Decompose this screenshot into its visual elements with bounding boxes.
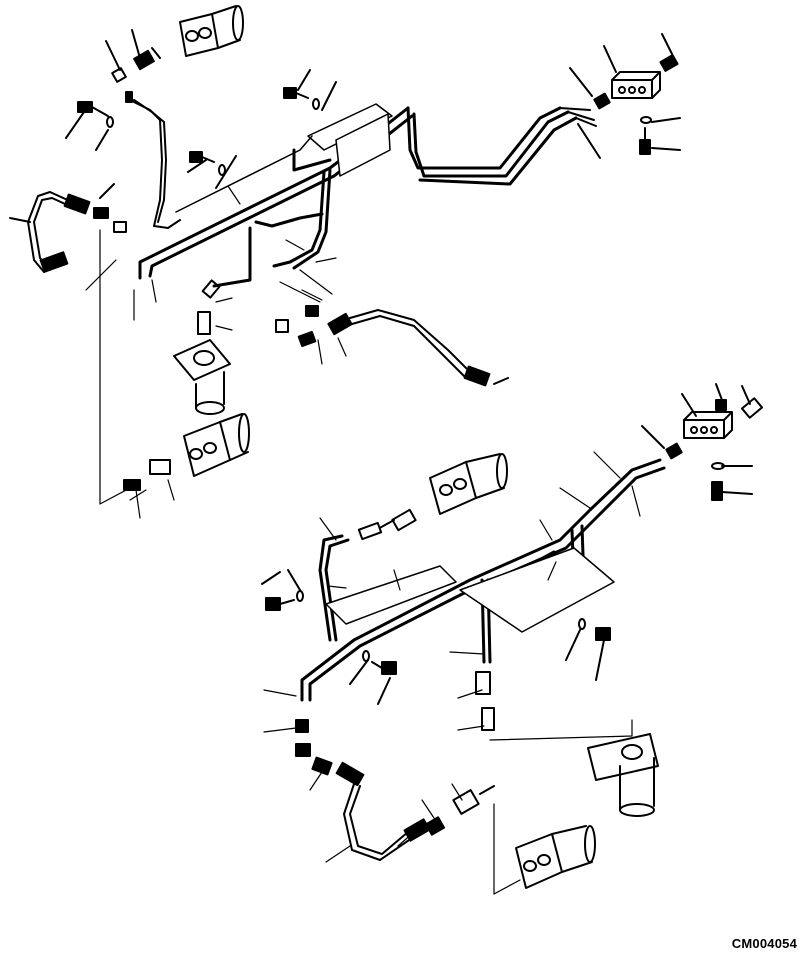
upper-mount-bracket-top [179, 5, 244, 57]
upper-top-fittings [105, 29, 181, 229]
upper-mount-bracket-left [123, 413, 250, 491]
lower-bolts [261, 569, 611, 757]
upper-mount-bracket-lower [173, 279, 231, 415]
upper-clamp-bracket [175, 103, 393, 213]
lower-manifold [641, 383, 763, 501]
upper-assembly [9, 5, 681, 519]
lower-clamp-bracket [325, 547, 615, 633]
upper-right-flex-hose [275, 305, 509, 387]
upper-main-pipe [138, 106, 578, 288]
upper-leader-lines [85, 185, 347, 519]
figure-reference-code: CM004054 [731, 936, 797, 951]
lower-mount-bracket-bottom [515, 825, 596, 889]
lower-mount-bracket-right [587, 733, 659, 817]
lower-flex-hose [311, 756, 495, 861]
lower-mount-bracket-top [357, 453, 508, 541]
lower-leader-lines [263, 451, 641, 895]
lower-assembly [261, 383, 763, 895]
upper-bolts [65, 69, 337, 189]
upper-manifold [559, 33, 681, 159]
upper-left-flex-hose [9, 183, 127, 273]
